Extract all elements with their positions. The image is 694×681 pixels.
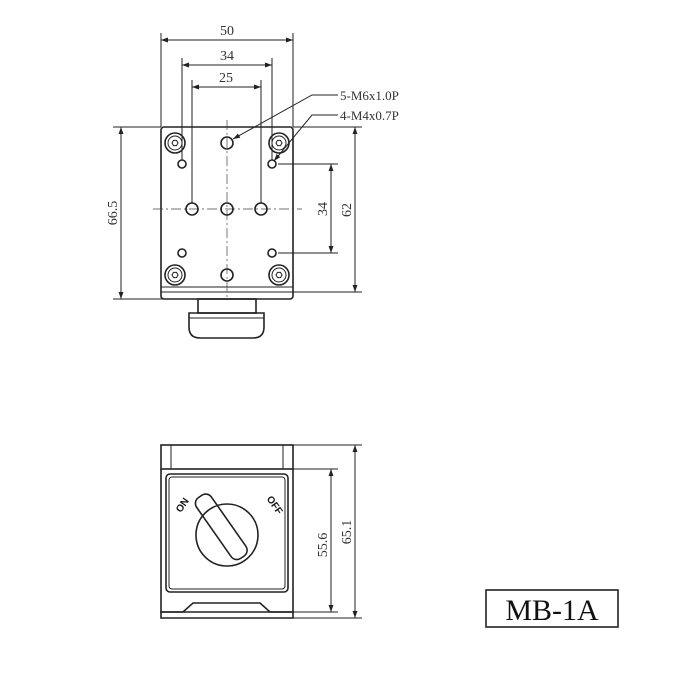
dim-hole-inner: 25 xyxy=(219,71,233,86)
dim-height-body: 62 xyxy=(340,203,355,217)
dim-height-overall-front: 65.1 xyxy=(340,520,355,545)
dim-hole-vertical: 34 xyxy=(316,202,331,216)
note-thread-m6: 5-M6x1.0P xyxy=(340,88,399,103)
front-view-face-plate xyxy=(165,473,289,593)
model-label-box: MB-1A xyxy=(485,589,619,628)
front-view: ON OFF 55.6 65.1 xyxy=(160,444,362,619)
top-view: 50 34 25 66.5 34 62 5-M6x1.0P 4-M4x0.7P xyxy=(106,24,399,339)
dim-height-overall: 66.5 xyxy=(106,201,121,226)
corner-screw-top-left xyxy=(164,132,186,154)
front-view-body xyxy=(160,469,294,613)
front-view-top-band xyxy=(160,444,294,470)
dim-width-overall: 50 xyxy=(220,24,234,39)
switch-dial xyxy=(195,503,259,567)
dim-height-face: 55.6 xyxy=(316,533,331,558)
corner-screw-bottom-right xyxy=(268,264,290,286)
switch-lever[interactable] xyxy=(193,491,250,562)
corner-screw-bottom-left xyxy=(164,264,186,286)
top-view-base xyxy=(197,298,257,314)
switch-off-label: OFF xyxy=(264,494,284,517)
dim-hole-outer: 34 xyxy=(220,49,234,64)
magnet-switch[interactable] xyxy=(193,491,259,567)
front-view-base xyxy=(160,602,294,619)
note-thread-m4: 4-M4x0.7P xyxy=(340,108,399,123)
model-label: MB-1A xyxy=(505,594,599,627)
switch-on-label: ON xyxy=(174,496,192,515)
top-view-knob xyxy=(188,312,265,339)
